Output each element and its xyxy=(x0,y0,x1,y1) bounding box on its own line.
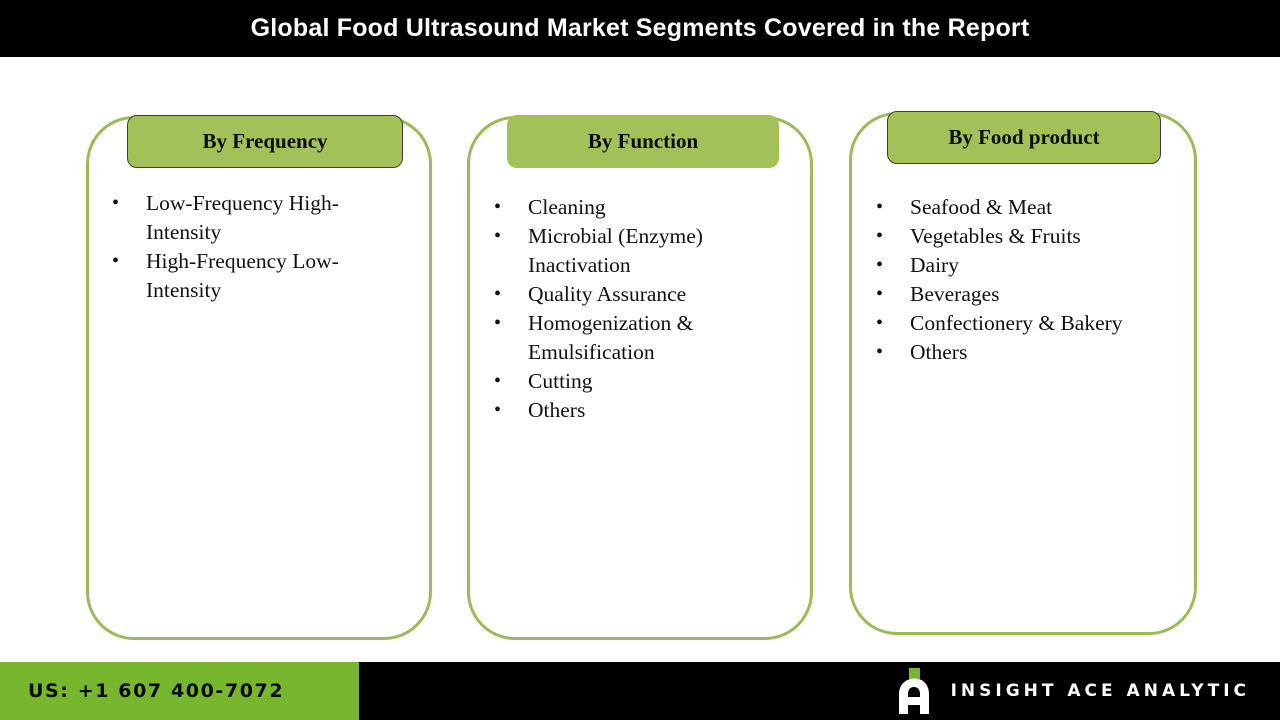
segment-title-label: By Frequency xyxy=(202,129,328,153)
list-item-label: Microbial (Enzyme) Inactivation xyxy=(528,224,703,277)
insight-ace-a-mark-icon xyxy=(893,668,935,714)
list-item-label: Beverages xyxy=(910,282,1000,306)
bullet-icon: • xyxy=(876,283,884,305)
bullet-icon: • xyxy=(494,283,502,305)
list-item: • Homogenization & Emulsification xyxy=(494,309,786,367)
bullet-icon: • xyxy=(876,341,884,363)
bullet-icon: • xyxy=(876,254,884,276)
list-item: • Others xyxy=(494,396,786,425)
page-footer-bar: US: +1 607 400-7072 INSIGHT ACE ANALYTIC xyxy=(0,662,1280,720)
segment-header-by-function[interactable]: By Function xyxy=(507,115,779,168)
main-content: By Frequency • Low-Frequency High-Intens… xyxy=(0,57,1280,662)
brand-name-label: INSIGHT ACE ANALYTIC xyxy=(950,681,1250,701)
list-item-label: Vegetables & Fruits xyxy=(910,224,1081,248)
segment-header-by-frequency[interactable]: By Frequency xyxy=(127,115,403,168)
bullet-icon: • xyxy=(876,312,884,334)
bullet-icon: • xyxy=(876,225,884,247)
bullet-icon: • xyxy=(112,192,120,214)
list-item-label: Others xyxy=(910,340,968,364)
list-item: • Vegetables & Fruits xyxy=(876,222,1176,251)
bullet-icon: • xyxy=(494,399,502,421)
bullet-icon: • xyxy=(494,312,502,334)
list-item: • Others xyxy=(876,338,1176,367)
page-title: Global Food Ultrasound Market Segments C… xyxy=(250,14,1030,42)
page-header-bar: Global Food Ultrasound Market Segments C… xyxy=(0,0,1280,57)
brand-lockup: INSIGHT ACE ANALYTIC xyxy=(893,662,1250,720)
list-item-label: Cutting xyxy=(528,369,593,393)
contact-phone-label: US: +1 607 400-7072 xyxy=(28,680,285,702)
list-item-label: Quality Assurance xyxy=(528,282,687,306)
bullet-icon: • xyxy=(494,196,502,218)
segment-header-by-food-product[interactable]: By Food product xyxy=(887,111,1161,164)
list-item: • Cleaning xyxy=(494,193,786,222)
list-item: • Seafood & Meat xyxy=(876,193,1176,222)
list-item: • Cutting xyxy=(494,367,786,396)
segment-list-by-frequency: • Low-Frequency High-Intensity • High-Fr… xyxy=(112,189,402,305)
segment-list-by-food-product: • Seafood & Meat • Vegetables & Fruits •… xyxy=(876,193,1176,367)
list-item: • Microbial (Enzyme) Inactivation xyxy=(494,222,786,280)
bullet-icon: • xyxy=(494,370,502,392)
list-item: • Beverages xyxy=(876,280,1176,309)
footer-phone-block: US: +1 607 400-7072 xyxy=(0,662,359,720)
list-item-label: Seafood & Meat xyxy=(910,195,1053,219)
list-item-label: High-Frequency Low-Intensity xyxy=(146,249,339,302)
segment-title-label: By Function xyxy=(587,129,699,153)
list-item: • Low-Frequency High-Intensity xyxy=(112,189,402,247)
bullet-icon: • xyxy=(494,225,502,247)
list-item: • Confectionery & Bakery xyxy=(876,309,1176,338)
bullet-icon: • xyxy=(112,250,120,272)
list-item-label: Confectionery & Bakery xyxy=(910,311,1123,335)
list-item-label: Homogenization & Emulsification xyxy=(528,311,694,364)
list-item-label: Others xyxy=(528,398,586,422)
list-item: • Dairy xyxy=(876,251,1176,280)
segment-title-label: By Food product xyxy=(948,125,1100,149)
card-outline-by-food-product xyxy=(849,112,1197,635)
segment-list-by-function: • Cleaning • Microbial (Enzyme) Inactiva… xyxy=(494,193,786,425)
list-item: • High-Frequency Low-Intensity xyxy=(112,247,402,305)
list-item-label: Low-Frequency High-Intensity xyxy=(146,191,339,244)
list-item-label: Cleaning xyxy=(528,195,606,219)
bullet-icon: • xyxy=(876,196,884,218)
list-item-label: Dairy xyxy=(910,253,959,277)
list-item: • Quality Assurance xyxy=(494,280,786,309)
